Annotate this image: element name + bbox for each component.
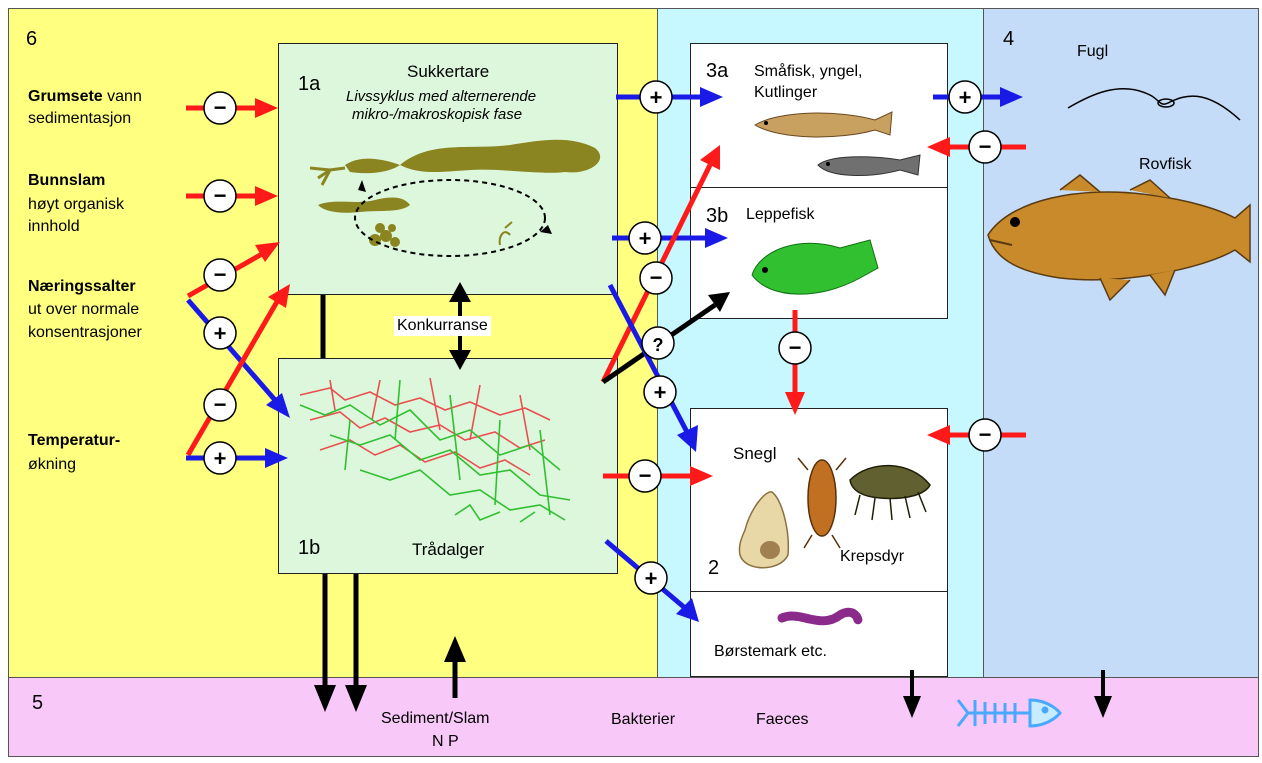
box-3b-title: Leppefisk	[746, 206, 815, 224]
filament-algae-icon	[300, 378, 570, 522]
sign-turbid-minus: −	[204, 92, 236, 124]
sign-filament-worms-plus: +	[635, 562, 667, 594]
svg-text:−: −	[214, 262, 227, 287]
factor-turbid-line-2: sedimentasjon	[28, 110, 131, 128]
factor-sludge-line-3: innhold	[28, 218, 80, 236]
bacteria-label: Bakterier	[611, 711, 675, 729]
factor-turbid-rest: vann	[103, 88, 142, 105]
svg-text:+: +	[214, 446, 227, 471]
factor-sludge-line-1: Bunnslam	[28, 172, 105, 190]
svg-text:−: −	[214, 95, 227, 120]
bird-label: Fugl	[1077, 43, 1108, 61]
zone-6-number: 6	[26, 28, 37, 51]
box-2-number: 2	[708, 557, 719, 580]
sign-filament-invert-minus: −	[629, 460, 661, 492]
sign-smallfish-bird-plus: +	[949, 81, 981, 113]
sign-kelp-invert-plus: +	[644, 376, 676, 408]
factor-temp-line-2: økning	[28, 456, 76, 474]
svg-text:−: −	[639, 463, 652, 488]
svg-text:+: +	[645, 566, 658, 591]
box-3a-line-1: Småfisk, yngel,	[754, 63, 862, 81]
sign-kelp-smallfish-plus: +	[640, 81, 672, 113]
faeces-label: Faeces	[756, 711, 808, 729]
svg-text:−: −	[650, 265, 663, 290]
box-1b-title: Trådalger	[412, 540, 484, 560]
sign-predator-invert-minus: −	[969, 419, 1001, 451]
sign-wrasse-invert-minus: −	[779, 332, 811, 364]
svg-text:?: ?	[653, 335, 664, 355]
svg-text:−: −	[979, 422, 992, 447]
fish-skeleton-icon	[958, 700, 1060, 726]
sign-nutrients-plus: +	[204, 317, 236, 349]
box-3b-number: 3b	[706, 205, 728, 228]
crustacean-label: Krepsdyr	[840, 548, 904, 566]
kelp-icon	[310, 140, 600, 256]
arrow-filament-down-1	[314, 574, 336, 712]
svg-text:+: +	[214, 321, 227, 346]
sign-nutrients-minus: −	[204, 259, 236, 291]
sign-temp-plus: +	[204, 442, 236, 474]
factor-turbid-line-1: Grumsete vann	[28, 88, 142, 106]
cod-icon	[988, 175, 1250, 300]
svg-text:−: −	[214, 392, 227, 417]
zone-5-number: 5	[32, 692, 43, 715]
predator-label: Rovfisk	[1139, 156, 1191, 174]
competition-label: Konkurranse	[394, 316, 491, 336]
factor-sludge-line-2: høyt organisk	[28, 196, 124, 214]
sign-predator-smallfish-minus: −	[969, 131, 1001, 163]
sign-kelp-wrasse-plus: +	[629, 222, 661, 254]
amphipod-icon	[850, 466, 930, 520]
svg-text:−: −	[979, 134, 992, 159]
factor-turbid-bold: Grumsete	[28, 88, 103, 105]
arrow-temp-to-filament	[186, 448, 288, 468]
svg-text:+: +	[959, 85, 972, 110]
box-3a-line-2: Kutlinger	[754, 84, 817, 102]
arrow-filament-down-2	[345, 574, 367, 712]
box-1b-number: 1b	[298, 537, 320, 560]
arrow-predator-down	[1094, 670, 1112, 718]
polychaete-icon	[782, 612, 858, 620]
svg-text:+: +	[639, 226, 652, 251]
zone-4-number: 4	[1003, 28, 1014, 51]
sign-filament-smallfish-minus: −	[640, 262, 672, 294]
svg-text:−: −	[214, 183, 227, 208]
box-1a-title: Sukkertare	[407, 62, 489, 82]
factor-nutrients-line-2: ut over normale	[28, 301, 139, 319]
isopod-icon	[798, 458, 846, 548]
factor-temp-line-1: Temperatur-	[28, 432, 120, 450]
sediment-label: Sediment/Slam	[381, 710, 490, 728]
small-fish-icon	[755, 112, 892, 137]
svg-text:+: +	[654, 380, 667, 405]
np-label: N P	[432, 733, 459, 751]
arrow-faeces-down	[903, 670, 921, 718]
svg-text:−: −	[789, 335, 802, 360]
box-3a-number: 3a	[706, 60, 728, 83]
wrasse-icon	[752, 240, 878, 294]
sign-temp-minus: −	[204, 389, 236, 421]
snail-icon	[739, 492, 788, 568]
sign-filament-wrasse-question: ?	[642, 327, 674, 359]
arrow-temp-to-kelp	[188, 284, 290, 455]
factor-nutrients-line-1: Næringssalter	[28, 278, 136, 296]
svg-text:+: +	[650, 85, 663, 110]
arrow-nutrients-to-filament	[188, 300, 290, 418]
box-1a-number: 1a	[298, 73, 320, 96]
box-1a-subtitle-1: Livssyklus med alternerende	[346, 88, 536, 105]
arrow-sediment-up	[444, 636, 466, 698]
bird-icon	[1068, 89, 1240, 120]
worm-label: Børstemark etc.	[714, 643, 827, 661]
goby-icon	[818, 155, 920, 175]
sign-sludge-minus: −	[204, 180, 236, 212]
box-1a-subtitle-2: mikro-/makroskopisk fase	[352, 106, 522, 123]
snail-label: Snegl	[733, 444, 776, 464]
factor-nutrients-line-3: konsentrasjoner	[28, 324, 142, 342]
